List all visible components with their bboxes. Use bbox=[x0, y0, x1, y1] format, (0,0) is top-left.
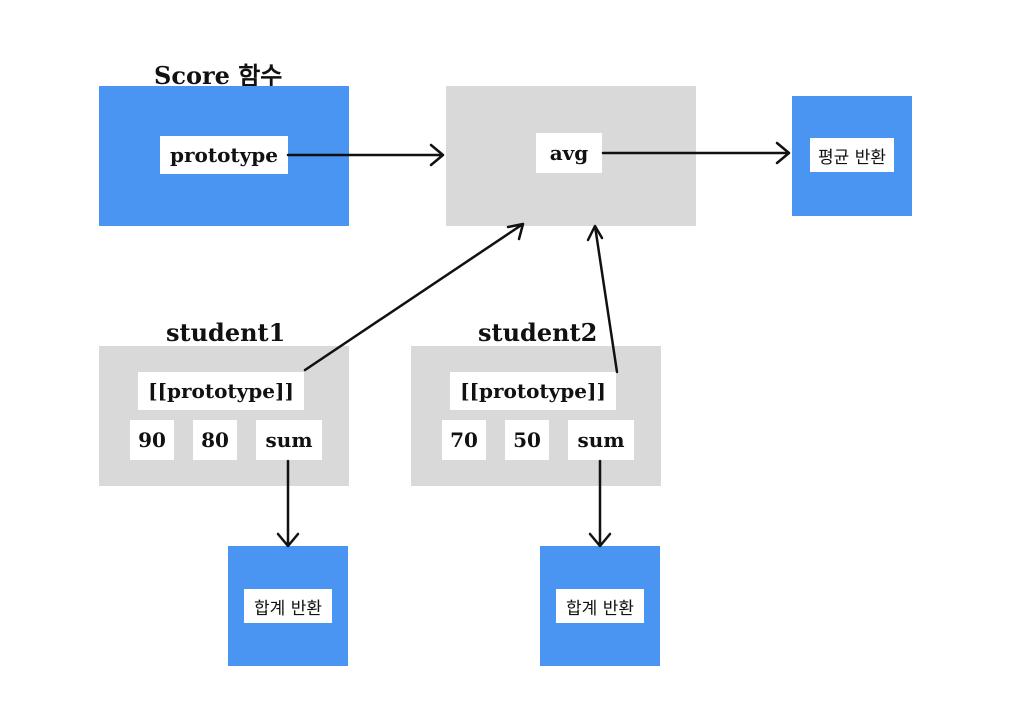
arrow-avg-to-result bbox=[601, 141, 791, 165]
arrow-student1-proto-to-avg bbox=[303, 222, 525, 372]
arrow-student1-sum-to-result bbox=[276, 459, 300, 548]
student1-result-label: 합계 반환 bbox=[244, 589, 332, 623]
student2-result-label: 합계 반환 bbox=[556, 589, 644, 623]
score-prototype-label: prototype bbox=[160, 136, 288, 174]
student2-sum-label: sum bbox=[568, 420, 634, 460]
student2-value-1: 70 bbox=[442, 420, 486, 460]
student1-value-1: 90 bbox=[130, 420, 174, 460]
avg-method-label: avg bbox=[536, 133, 602, 173]
student2-proto-label: [[prototype]] bbox=[450, 372, 616, 410]
student1-sum-label: sum bbox=[256, 420, 322, 460]
arrow-student2-sum-to-result bbox=[588, 459, 612, 548]
student2-box bbox=[411, 346, 661, 486]
arrow-prototype-to-avg bbox=[286, 143, 445, 167]
student1-title: student1 bbox=[166, 318, 286, 347]
student2-value-2: 50 bbox=[505, 420, 549, 460]
score-function-title: Score 함수 bbox=[154, 61, 283, 90]
student2-title: student2 bbox=[478, 318, 598, 347]
student1-value-2: 80 bbox=[193, 420, 237, 460]
arrow-student2-proto-to-avg bbox=[586, 224, 619, 374]
student1-proto-label: [[prototype]] bbox=[138, 372, 304, 410]
avg-result-label: 평균 반환 bbox=[810, 138, 894, 172]
